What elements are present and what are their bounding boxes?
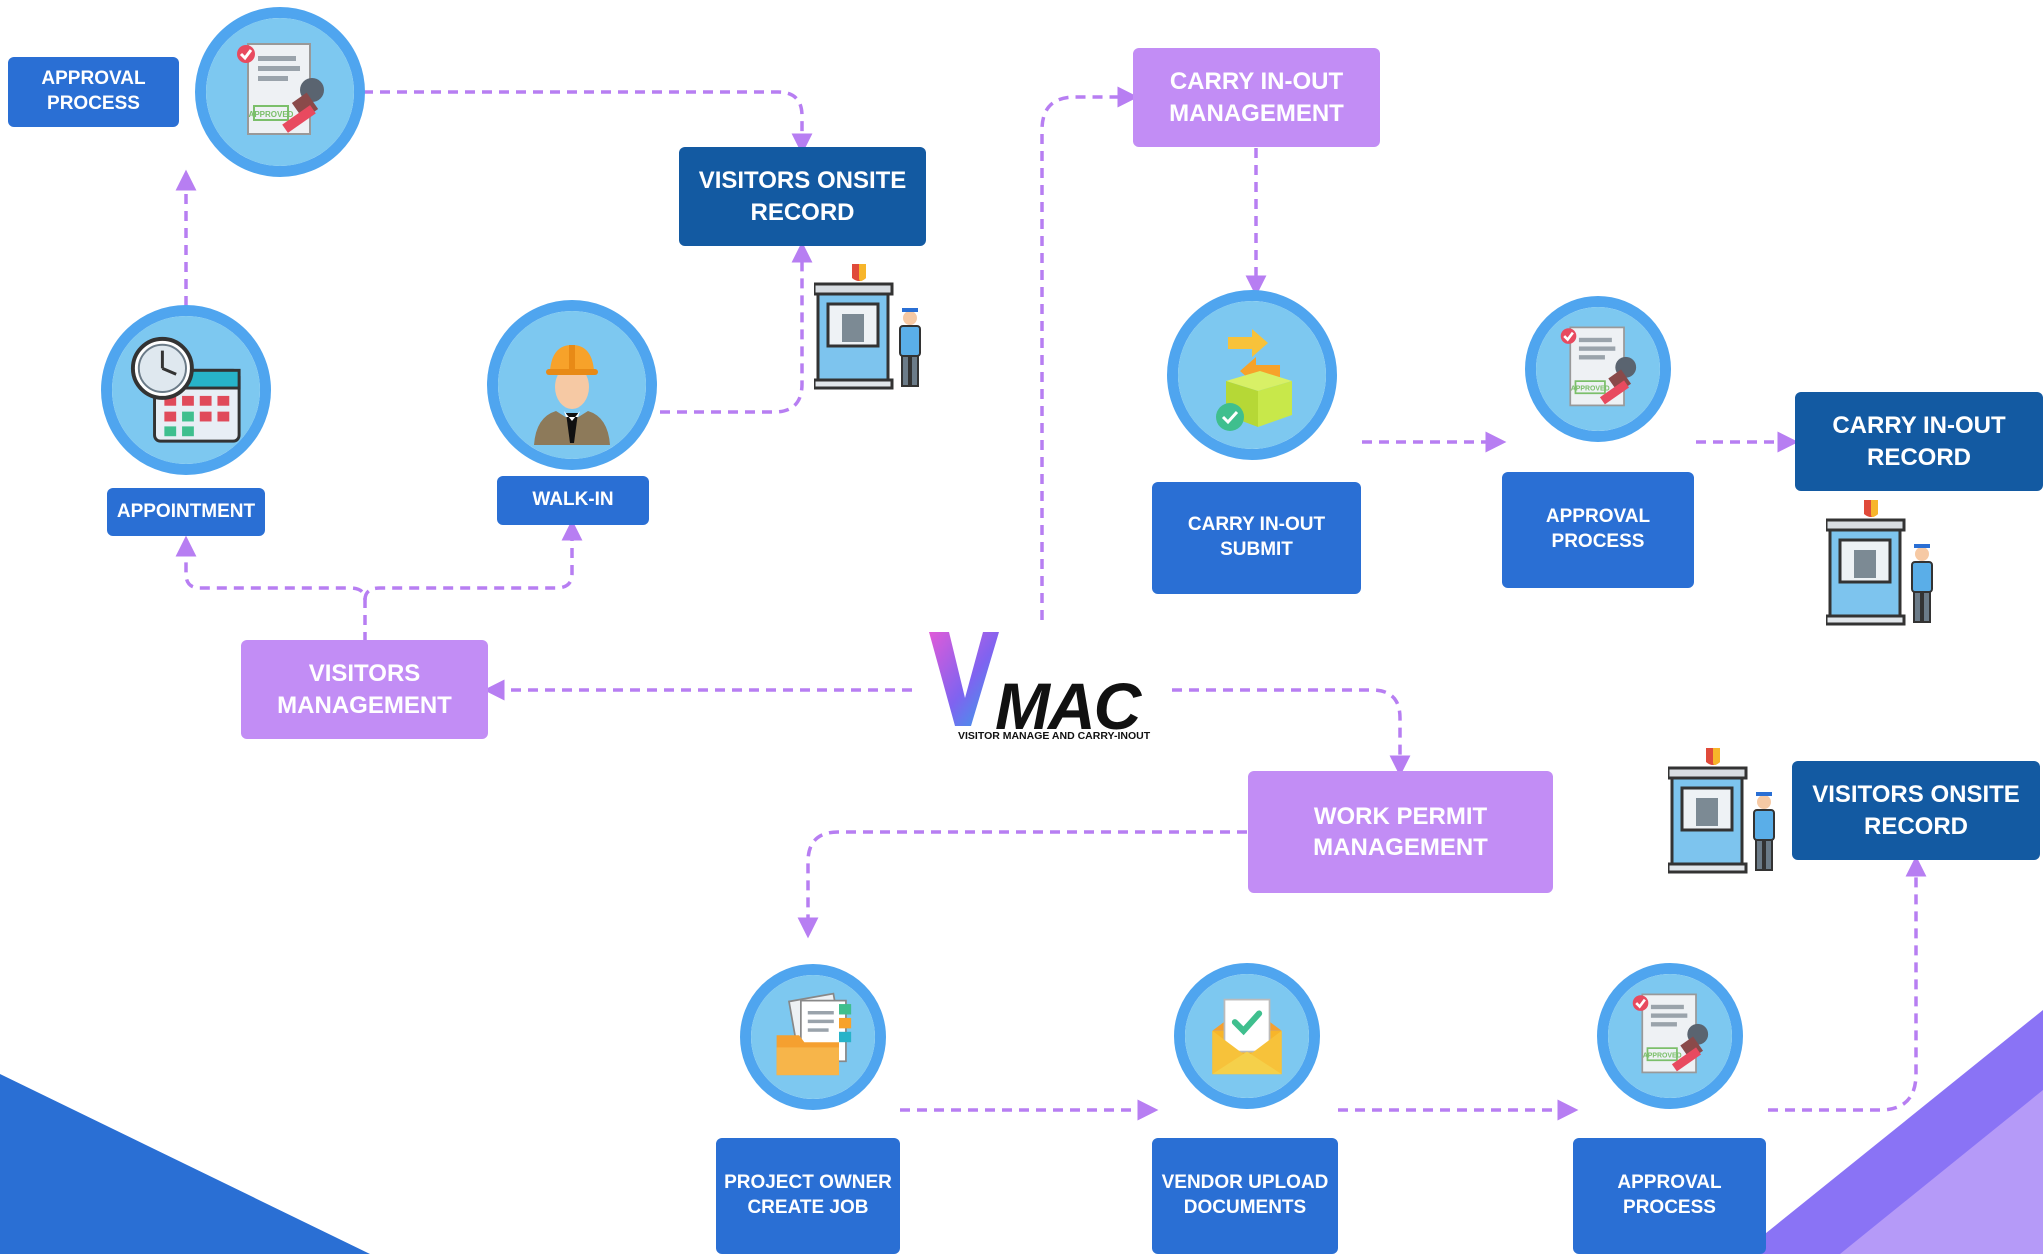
worker-icon <box>534 345 610 445</box>
guard-booth-icon <box>1826 500 1933 626</box>
calendar-clock-icon <box>130 336 241 443</box>
guard-booth-icon <box>814 264 921 390</box>
walk-in-box[interactable]: WALK-IN <box>497 476 649 525</box>
connector-workpermit-to-createjob <box>797 830 1247 939</box>
work-permit-approval-box[interactable]: APPROVAL PROCESS <box>1573 1138 1766 1254</box>
carry-submit-box[interactable]: CARRY IN-OUT SUBMIT <box>1152 482 1361 594</box>
carry-approval-icon-ring: APPROVED <box>1525 296 1671 442</box>
work-permit-management-box[interactable]: WORK PERMIT MANAGEMENT <box>1248 771 1553 893</box>
visitors-approval-icon-ring: APPROVED <box>195 7 365 177</box>
svg-text:APPROVED: APPROVED <box>249 110 294 119</box>
appointment-box[interactable]: APPOINTMENT <box>107 488 265 536</box>
upload-box[interactable]: VENDOR UPLOAD DOCUMENTS <box>1152 1138 1338 1254</box>
work-permit-approval-icon-ring: APPROVED <box>1597 963 1743 1109</box>
logo-wordmark: MAC <box>995 669 1141 743</box>
visitors-onsite-record-box[interactable]: VISITORS ONSITE RECORD <box>679 147 926 246</box>
connector-visitors-branch-left <box>175 535 367 642</box>
carry-management-box[interactable]: CARRY IN-OUT MANAGEMENT <box>1133 48 1380 147</box>
connector-walkin-to-onsite <box>660 241 813 414</box>
svg-text:APPROVED: APPROVED <box>1643 1053 1682 1060</box>
carry-approval-box[interactable]: APPROVAL PROCESS <box>1502 472 1694 588</box>
connector-logo-to-workpermit <box>1172 688 1411 777</box>
create-job-box[interactable]: PROJECT OWNER CREATE JOB <box>716 1138 900 1254</box>
carry-record-box[interactable]: CARRY IN-OUT RECORD <box>1795 392 2043 491</box>
documents-folder-icon <box>776 992 852 1076</box>
work-permit-onsite-record-box[interactable]: VISITORS ONSITE RECORD <box>1792 761 2040 860</box>
corner-decoration-right <box>1740 1010 2043 1254</box>
approved-stamp-icon: APPROVED <box>1632 993 1709 1074</box>
visitors-management-box[interactable]: VISITORS MANAGEMENT <box>241 640 488 739</box>
walk-in-icon-ring <box>487 300 657 470</box>
connector-approval-to-onsite <box>363 90 813 155</box>
create-job-icon-ring <box>740 964 886 1110</box>
vmac-logo: MAC VISITOR MANAGE AND CARRY-INOUT <box>925 628 1165 748</box>
connector-visitors-branch-right <box>363 519 583 601</box>
visitors-approval-box[interactable]: APPROVAL PROCESS <box>8 57 179 127</box>
logo-tagline: VISITOR MANAGE AND CARRY-INOUT <box>958 730 1151 742</box>
carry-submit-icon-ring <box>1167 290 1337 460</box>
guard-booth-icon <box>1668 748 1775 874</box>
connector-logo-to-carry <box>1040 86 1139 620</box>
email-approved-icon <box>1212 998 1282 1075</box>
package-exchange-icon <box>1216 329 1292 431</box>
connector-approval-to-onsite-record <box>1768 855 1927 1112</box>
vmac-v-mark-icon <box>929 632 999 726</box>
appointment-icon-ring <box>101 305 271 475</box>
approved-stamp-icon: APPROVED <box>237 43 324 135</box>
svg-text:APPROVED: APPROVED <box>1571 386 1610 393</box>
upload-icon-ring <box>1174 963 1320 1109</box>
approved-stamp-icon: APPROVED <box>1560 326 1637 407</box>
corner-decoration-left <box>0 1074 370 1254</box>
